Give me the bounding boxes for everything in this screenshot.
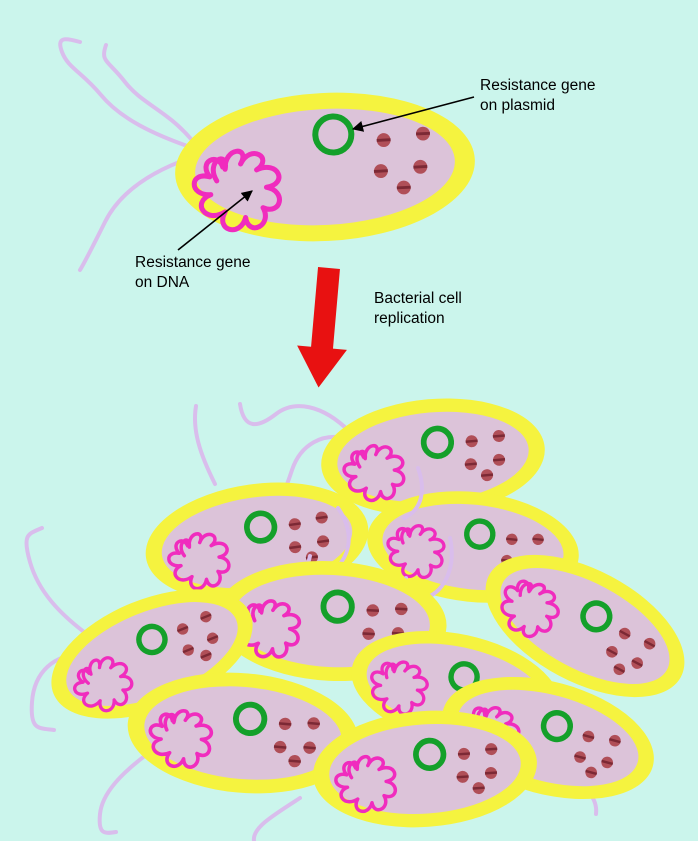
- flagellum: [193, 404, 217, 486]
- flagellum: [97, 750, 152, 835]
- label-dna-line2: on DNA: [135, 274, 190, 291]
- parent-flagella: [58, 37, 195, 272]
- label-dna-line1: Resistance gene: [135, 254, 250, 271]
- pointer-line-dna: [177, 190, 253, 251]
- flagellum: [24, 526, 97, 642]
- flagellum: [78, 156, 192, 272]
- plasmid-ring: [312, 113, 355, 156]
- parent-bacterium: [175, 92, 475, 242]
- annotations: Resistance gene on plasmid Resistance ge…: [135, 77, 595, 327]
- label-plasmid-line2: on plasmid: [480, 97, 555, 114]
- pointer-line-plasmid: [351, 96, 475, 132]
- label-dna: Resistance gene on DNA: [135, 254, 250, 291]
- flagellum: [102, 43, 193, 141]
- flagellum: [238, 402, 352, 434]
- label-replication-line1: Bacterial cell: [374, 290, 462, 307]
- label-replication: Bacterial cell replication: [374, 290, 462, 327]
- flagellum: [58, 37, 195, 150]
- label-replication-line2: replication: [374, 310, 445, 327]
- flagellum: [251, 796, 302, 841]
- label-plasmid: Resistance gene on plasmid: [480, 77, 595, 114]
- cell-cluster: [33, 390, 698, 835]
- replication-arrow: [297, 267, 347, 388]
- flagellum: [402, 466, 424, 520]
- label-plasmid-line1: Resistance gene: [480, 77, 595, 94]
